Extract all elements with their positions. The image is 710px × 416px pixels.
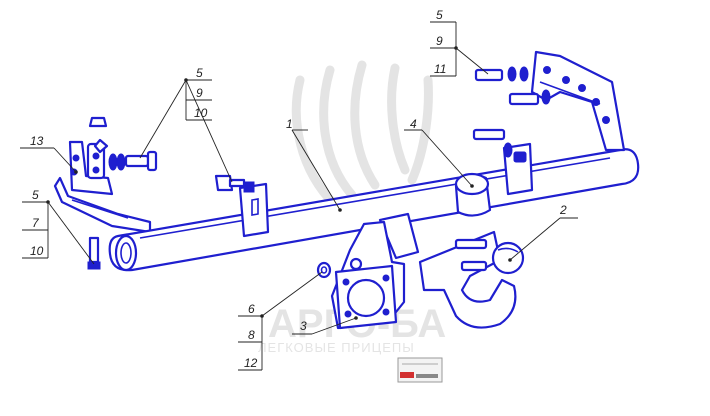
middle-bolt-set [214, 174, 246, 192]
socket-nut [316, 261, 332, 279]
callout-1-label: 1 [286, 117, 293, 131]
bottom-stack-12: 12 [244, 356, 258, 370]
mid-stack-9: 9 [196, 86, 203, 100]
watermark-subtitle: ЛЕГКОВЫЕ ПРИЦЕПЫ [258, 340, 415, 355]
right-stack-9: 9 [436, 34, 443, 48]
callout-2-label: 2 [559, 203, 567, 217]
bottom-stack-8: 8 [248, 328, 255, 342]
callout-2: 2 [508, 203, 578, 262]
right-stack-11: 11 [434, 62, 446, 76]
callout-13: 13 [20, 134, 78, 174]
left-stack-5: 5 [32, 188, 39, 202]
middle-bracket [238, 181, 270, 238]
callout-4-label: 4 [410, 117, 417, 131]
left-bolt-set [87, 150, 158, 270]
callout-13-label: 13 [30, 134, 44, 148]
mid-stack-10: 10 [194, 106, 208, 120]
left-stack-10: 10 [30, 244, 44, 258]
callout-stack-right: 5 9 11 [430, 8, 489, 77]
socket-plate [330, 220, 406, 330]
tow-ball-neck [378, 212, 525, 329]
bottom-stack-6: 6 [248, 302, 255, 316]
right-bolt-set-top [474, 66, 529, 82]
callout-1: 1 [286, 117, 342, 212]
info-plate [397, 357, 443, 383]
callout-stack-left: 5 7 10 [22, 188, 95, 265]
callout-3-label: 3 [300, 319, 307, 333]
callout-stack-mid: 5 9 10 [139, 66, 233, 183]
right-stack-5: 5 [436, 8, 443, 22]
right-bolt-set-bottom [508, 89, 551, 106]
callout-4: 4 [404, 117, 474, 188]
mid-stack-5: 5 [196, 66, 203, 80]
right-bracket [502, 142, 534, 196]
callout-3: 3 [292, 316, 358, 335]
cover-bolt-set [472, 128, 513, 158]
callout-stack-bottom: 6 8 12 [238, 271, 323, 371]
left-mounting-bracket [53, 116, 152, 234]
ball-cover-cap [454, 172, 492, 217]
left-stack-7: 7 [32, 216, 40, 230]
